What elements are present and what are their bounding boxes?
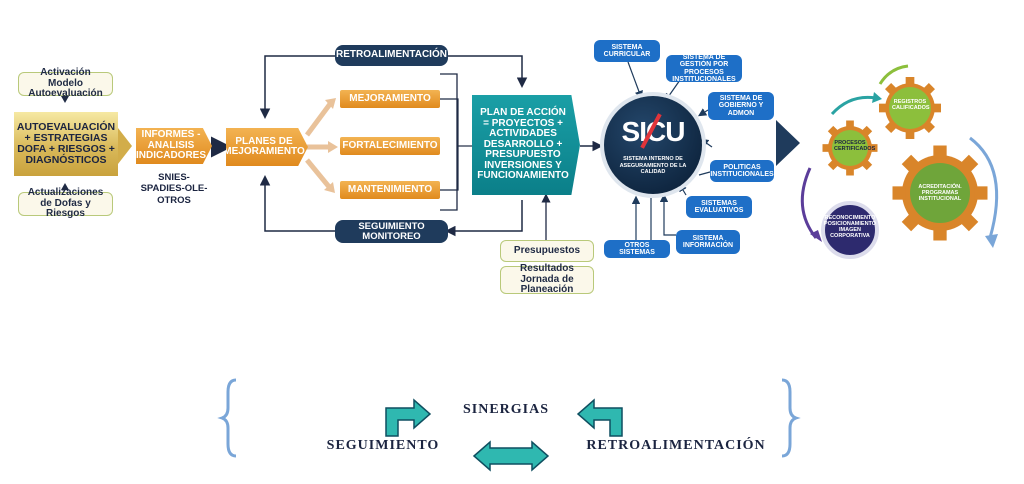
sistema-gobierno-box: SISTEMA DE GOBIERNO Y ADMON (708, 92, 774, 120)
presupuestos-box: Presupuestos (500, 240, 594, 262)
sicu-circle: SICU SISTEMA INTERNO DE ASEGURAMIENTO DE… (604, 96, 702, 194)
actualizaciones-box: Actualizaciones de Dofas y Riesgos (18, 188, 113, 219)
retroalimentacion-box: RETROALIMENTACIÓN (335, 45, 448, 66)
procesos-label: PROCESOS CERTIFICADOS (834, 140, 876, 153)
planes-box: PLANES DE MEJORAMIENTO (226, 128, 308, 166)
mantenimiento-box: MANTENIMIENTO (340, 181, 440, 199)
sistema-curricular-box: SISTEMA CURRICULAR (594, 40, 660, 62)
left-bracket (217, 378, 237, 458)
sicu-caption: SISTEMA INTERNO DE ASEGURAMIENTO DE LA C… (619, 156, 687, 176)
double-arrow (472, 440, 550, 472)
left-l-arrow (385, 398, 432, 437)
mejoramiento-box: MEJORAMIENTO (340, 90, 440, 108)
reconocimiento-label: RECONOCIMIENTO POSICIONAMIENTO IMAGEN CO… (823, 215, 877, 240)
autoevaluacion-box: AUTOEVALUACIÓN + ESTRATEGIAS DOFA + RIES… (14, 112, 118, 176)
registros-label: REGISTROS CALIFICADOS (892, 99, 930, 112)
gears-cluster (800, 64, 999, 259)
informes-box: INFORMES - ANALISIS INDICADORES (136, 128, 212, 164)
resultados-box: Resultados Jornada de Planeación (500, 264, 594, 295)
snies-label: SNIES-SPADIES-OLE-OTROS (140, 172, 208, 206)
right-l-arrow (576, 398, 623, 437)
activacion-box: Activación Modelo Autoevaluación (18, 68, 113, 99)
bottom-shapes (217, 378, 801, 472)
retroalimentacion-label: RETROALIMENTACIÓN (586, 438, 766, 453)
seguimiento-label: SEGUIMIENTO (326, 438, 440, 453)
plan-accion-box: PLAN DE ACCIÓN = PROYECTOS + ACTIVIDADES… (472, 95, 580, 195)
right-bracket (781, 378, 801, 458)
seguimiento-monitoreo-box: SEGUIMIENTO MONITOREO (335, 220, 448, 243)
fortalecimiento-box: FORTALECIMIENTO (340, 137, 440, 155)
politicas-box: POLITICAS INSTITUCIONALES (710, 160, 774, 182)
otros-sistemas-box: OTROS SISTEMAS (604, 240, 670, 258)
sistema-gestion-box: SISTEMA DE GESTIÓN POR PROCESOS INSTITUC… (666, 54, 742, 83)
sinergias-label: SINERGIAS (462, 402, 550, 417)
sistemas-evaluativos-box: SISTEMAS EVALUATIVOS (686, 196, 752, 218)
acreditacion-label: ACREDITACIÓN. PROGRAMAS INSTITUCIONAL (918, 184, 962, 203)
sistema-informacion-box: SISTEMA INFORMACIÓN (676, 230, 740, 254)
